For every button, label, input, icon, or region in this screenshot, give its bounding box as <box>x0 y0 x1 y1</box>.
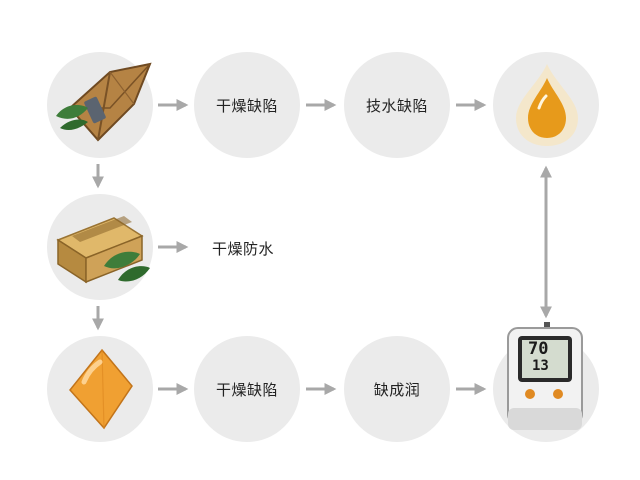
node-row1-step1-label: 干燥缺陷 <box>215 96 278 115</box>
hygrometer-icon: 70 13 <box>504 322 588 434</box>
node-row1-step1: 干燥缺陷 <box>194 52 300 158</box>
hygrometer-reading-top: 70 <box>528 339 549 359</box>
node-row3-step1: 干燥缺陷 <box>194 336 300 442</box>
node-row3-step2: 缺成润 <box>344 336 450 442</box>
hygrometer-reading-bottom: 13 <box>532 358 549 374</box>
node-row1-step2-label: 技水缺陷 <box>365 96 428 115</box>
row2-label: 干燥防水 <box>212 240 275 258</box>
wooden-box-icon <box>56 216 150 284</box>
oil-drop-icon <box>516 64 578 146</box>
node-row3-step2-label: 缺成润 <box>373 380 421 399</box>
node-row1-step2: 技水缺陷 <box>344 52 450 158</box>
leather-pouch-icon <box>56 62 152 142</box>
node-row3-step1-label: 干燥缺陷 <box>215 380 278 399</box>
amber-gem-icon <box>69 348 133 430</box>
